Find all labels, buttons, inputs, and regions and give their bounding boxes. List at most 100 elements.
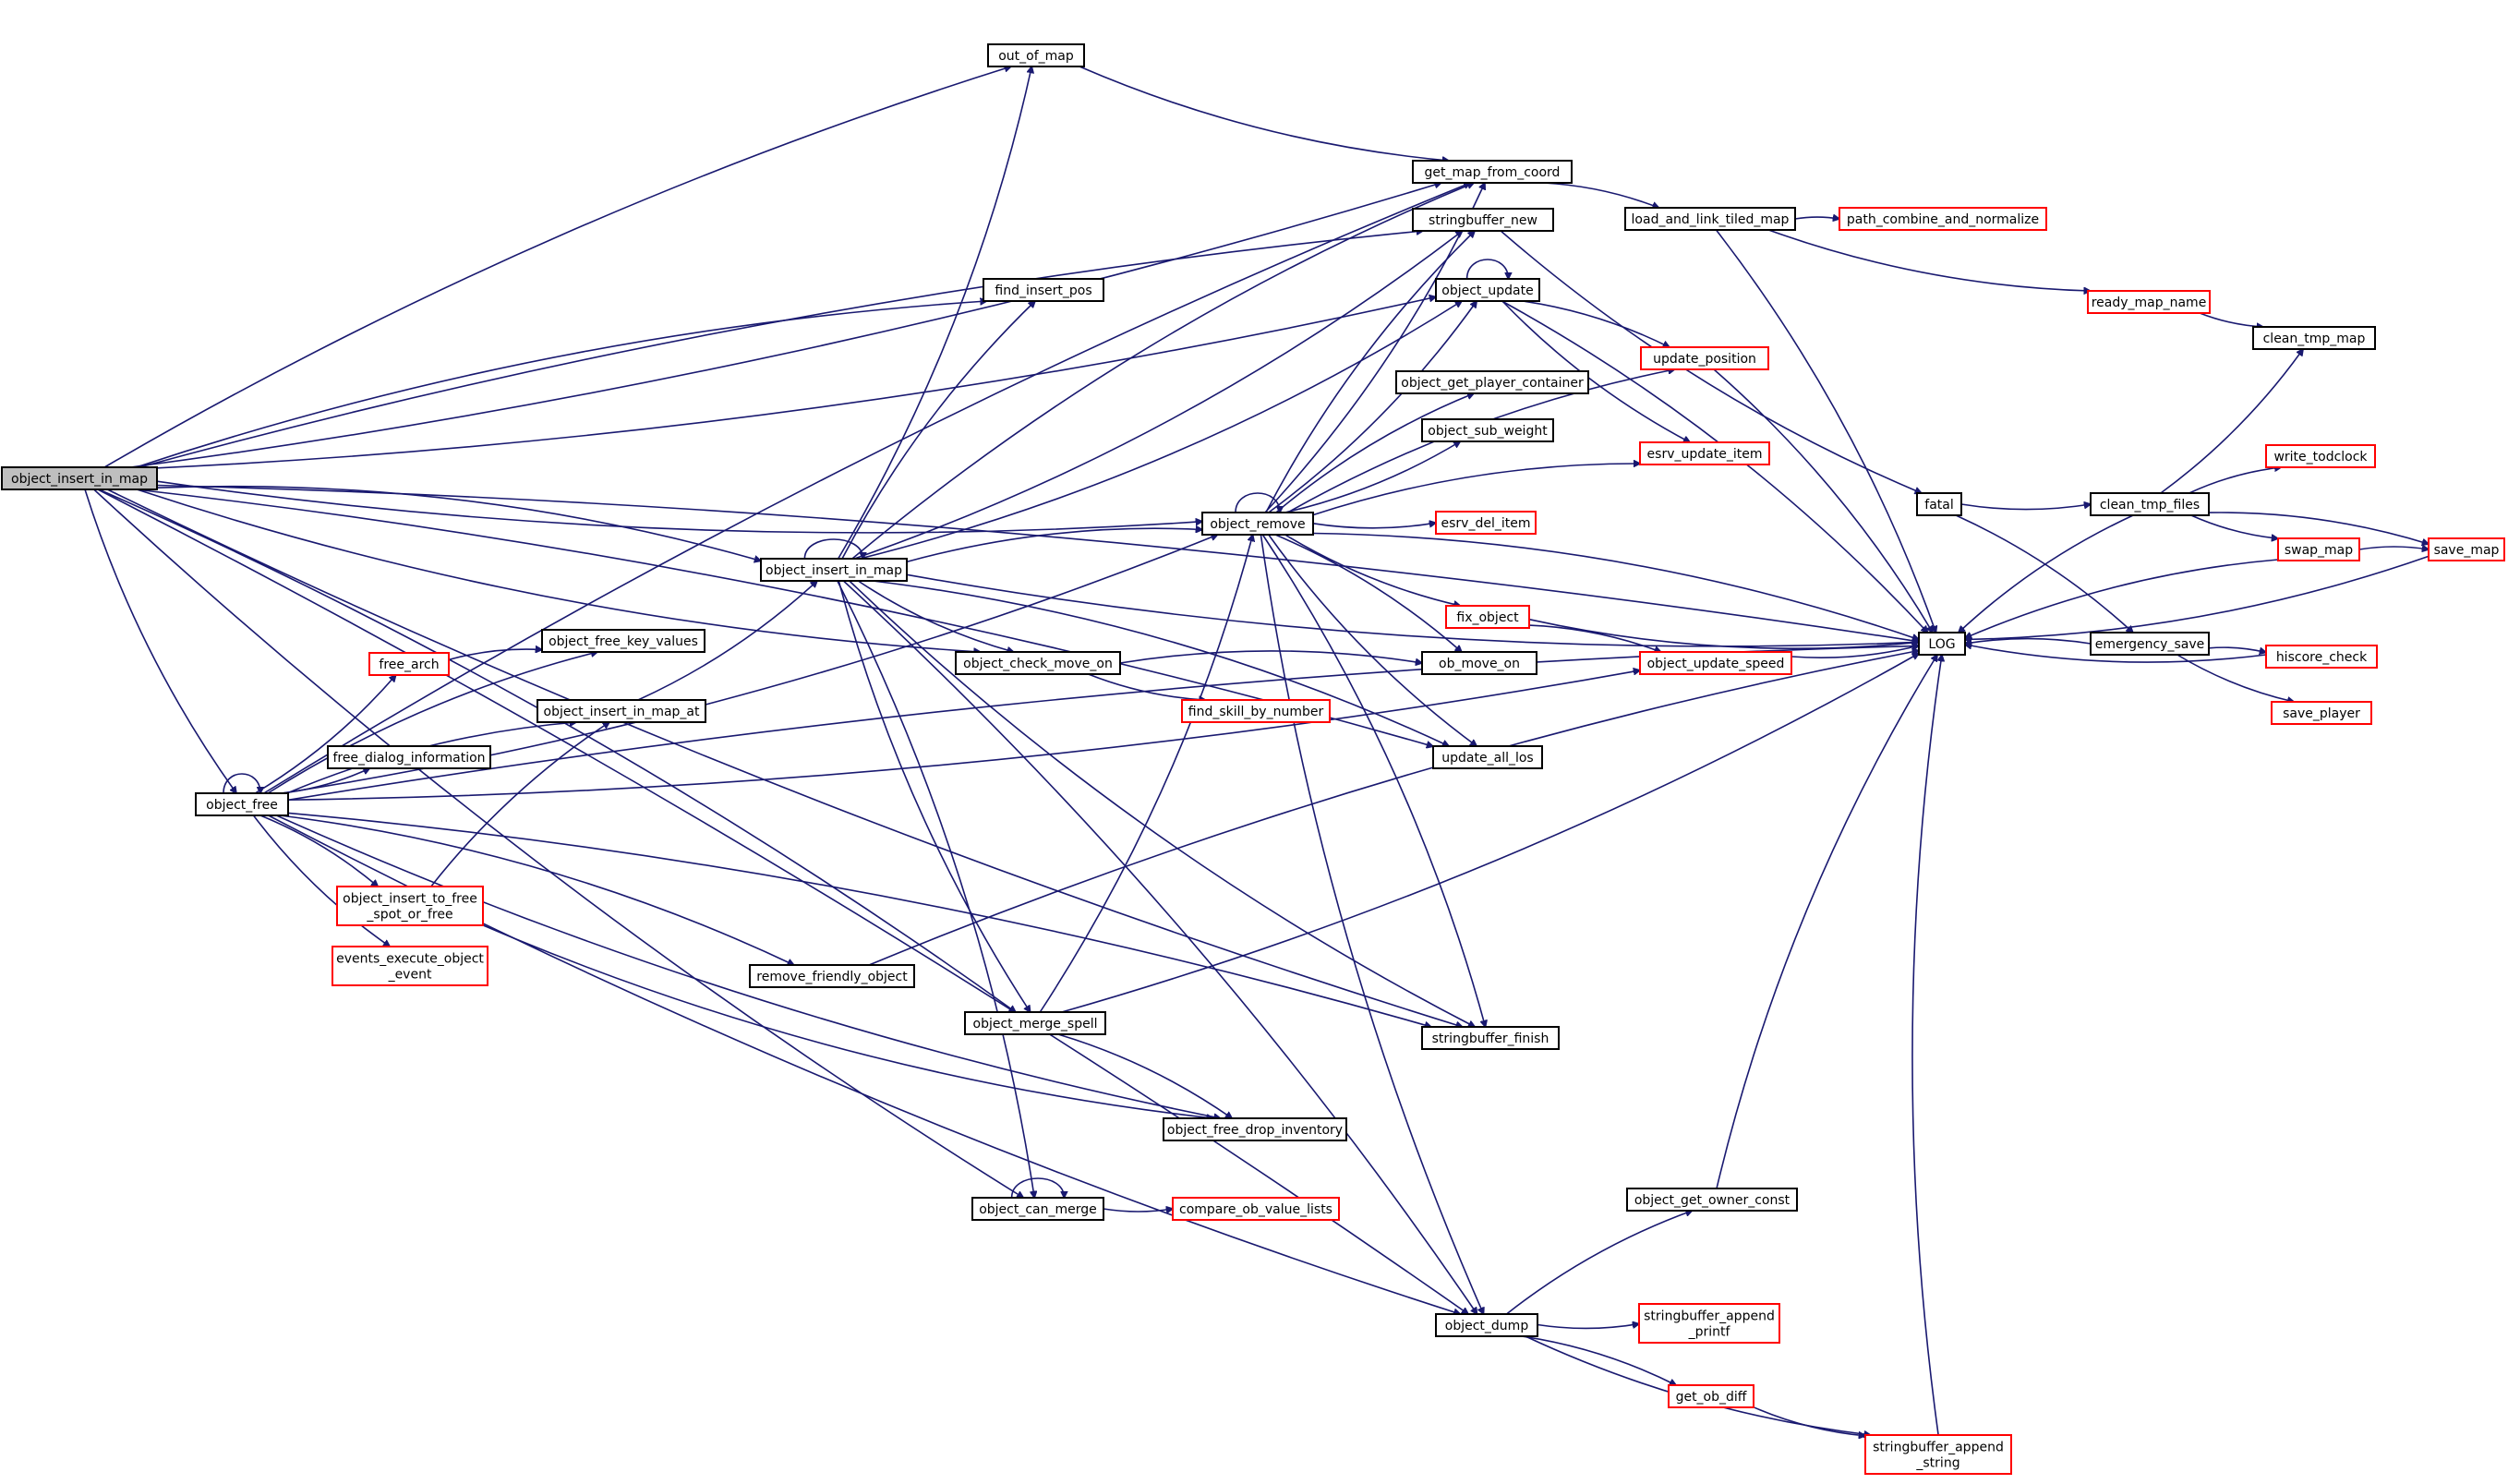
node-clean_tmp_map[interactable]: clean_tmp_map [2252,326,2376,350]
node-stringbuffer_append_printf[interactable]: stringbuffer_append_printf [1638,1303,1780,1344]
node-object_free_drop_inventory[interactable]: object_free_drop_inventory [1163,1117,1347,1141]
node-box [1432,745,1543,769]
node-object_can_merge[interactable]: object_can_merge [971,1197,1104,1221]
edge-oiim2-to-stringbuffer_finish [849,580,1475,1027]
node-find_skill_by_number[interactable]: find_skill_by_number [1181,699,1331,723]
edge-object_can_merge-to-object_can_merge [1010,1177,1065,1198]
edge-emergency_save-to-LOG [1965,637,2092,644]
node-get_ob_diff[interactable]: get_ob_diff [1668,1384,1754,1408]
edge-oiim2-to-LOG [906,573,1919,647]
node-label: _string [1915,1456,1959,1471]
edge-object_remove-to-esrv_update_item [1312,464,1640,516]
node-swap_map[interactable]: swap_map [2277,537,2360,561]
node-LOG[interactable]: LOG [1918,632,1966,656]
node-object_dump[interactable]: object_dump [1435,1313,1538,1337]
node-root[interactable]: object_insert_in_map [1,466,158,490]
edge-object_free-to-stringbuffer_finish [287,812,1431,1027]
node-object_insert_to_free[interactable]: object_insert_to_free_spot_or_free [336,886,484,926]
node-box [1445,605,1530,629]
node-label: object_insert_in_map [766,563,902,578]
node-label: object_update_speed [1647,657,1785,671]
node-box [2271,701,2372,725]
node-save_map[interactable]: save_map [2428,537,2505,561]
node-box [1421,1026,1560,1050]
node-clean_tmp_files[interactable]: clean_tmp_files [2090,492,2210,516]
node-label: free_arch [379,658,439,672]
edge-object_remove-to-object_sub_weight [1284,441,1461,513]
edge-object_update_speed-to-LOG [1791,645,1919,658]
node-box [983,278,1104,302]
node-esrv_update_item[interactable]: esrv_update_item [1639,441,1770,465]
edge-object_check_move_on-to-ob_move_on [1119,650,1422,663]
edge-object_remove-to-ob_move_on [1274,534,1462,652]
edge-object_remove-to-get_map_from_coord [1264,183,1485,513]
node-object_sub_weight[interactable]: object_sub_weight [1421,418,1554,442]
node-esrv_del_item[interactable]: esrv_del_item [1435,511,1537,535]
node-object_remove[interactable]: object_remove [1201,512,1314,536]
edge-object_update-to-esrv_update_item [1501,300,1690,442]
edge-object_merge_spell-to-object_remove [1039,535,1252,1013]
edge-fatal-to-clean_tmp_files [1960,504,2091,511]
node-save_player[interactable]: save_player [2271,701,2372,725]
node-label: stringbuffer_finish [1432,1032,1549,1046]
node-update_all_los[interactable]: update_all_los [1432,745,1543,769]
node-object_get_owner_const[interactable]: object_get_owner_const [1626,1188,1798,1212]
node-box [195,792,289,816]
node-write_todclock[interactable]: write_todclock [2265,444,2376,468]
node-object_check_move_on[interactable]: object_check_move_on [955,651,1121,675]
edge-oiim2-to-oiim2 [803,538,862,559]
node-remove_friendly_object[interactable]: remove_friendly_object [749,964,915,988]
edge-object_remove-to-update_all_los [1268,534,1477,746]
node-box [1638,1303,1780,1344]
node-events_execute_object[interactable]: events_execute_object_event [332,946,488,986]
node-stringbuffer_append_string[interactable]: stringbuffer_append_string [1864,1434,2012,1475]
edge-object_dump-to-object_get_owner_const [1506,1211,1693,1315]
edge-oiim2-to-object_remove [906,528,1202,563]
edge-object_free-to-object_free_drop_inventory [276,814,1220,1118]
node-object_update_speed[interactable]: object_update_speed [1639,651,1792,675]
node-find_insert_pos[interactable]: find_insert_pos [983,278,1104,302]
edge-remove_friendly_object-to-LOG [868,651,1919,966]
node-object_insert_in_map_at[interactable]: object_insert_in_map_at [537,699,706,723]
node-box [1435,1313,1538,1337]
edge-stringbuffer_new-to-fatal [1500,230,1922,493]
node-label: object_remove [1210,517,1305,532]
node-emergency_save[interactable]: emergency_save [2090,632,2210,656]
edge-object_free-to-remove_friendly_object [280,814,794,965]
edge-load_and_link_tiled_map-to-LOG [1715,229,1936,633]
node-box [1916,492,1962,516]
node-ready_map_name[interactable]: ready_map_name [2087,290,2211,314]
node-label: stringbuffer_new [1429,213,1537,228]
node-box [2277,537,2360,561]
node-free_arch[interactable]: free_arch [368,652,450,676]
edge-object_merge_spell-to-LOG [1061,654,1919,1013]
node-box [749,964,915,988]
node-object_get_player_container[interactable]: object_get_player_container [1395,370,1589,394]
node-out_of_map[interactable]: out_of_map [987,43,1085,67]
node-object_free[interactable]: object_free [195,792,289,816]
edge-clean_tmp_files-to-save_map [2208,512,2429,544]
node-box [2090,632,2210,656]
edge-fix_object-to-object_update_speed [1528,624,1661,652]
node-stringbuffer_new[interactable]: stringbuffer_new [1412,208,1554,232]
node-label: LOG [1928,637,1955,652]
node-update_position[interactable]: update_position [1640,346,1769,370]
edge-object_free-to-object_free_key_values [267,652,597,794]
node-fatal[interactable]: fatal [1916,492,1962,516]
edge-root-to-object_merge_spell [98,489,1016,1012]
node-load_and_link_tiled_map[interactable]: load_and_link_tiled_map [1624,207,1796,231]
node-path_combine_and_normalize[interactable]: path_combine_and_normalize [1839,207,2047,231]
node-object_update[interactable]: object_update [1435,278,1540,302]
node-ob_move_on[interactable]: ob_move_on [1421,651,1537,675]
node-object_free_key_values[interactable]: object_free_key_values [541,629,705,653]
node-compare_ob_value_lists[interactable]: compare_ob_value_lists [1172,1197,1340,1221]
node-get_map_from_coord[interactable]: get_map_from_coord [1412,160,1573,184]
node-oiim2[interactable]: object_insert_in_map [760,558,908,582]
node-free_dialog_information[interactable]: free_dialog_information [327,745,491,769]
node-hiscore_check[interactable]: hiscore_check [2265,645,2378,669]
edge-root-to-object_can_merge [93,489,1024,1198]
edge-object_merge_spell-to-object_free_drop_inventory [1057,1033,1232,1118]
node-fix_object[interactable]: fix_object [1445,605,1530,629]
node-stringbuffer_finish[interactable]: stringbuffer_finish [1421,1026,1560,1050]
node-object_merge_spell[interactable]: object_merge_spell [964,1011,1106,1035]
